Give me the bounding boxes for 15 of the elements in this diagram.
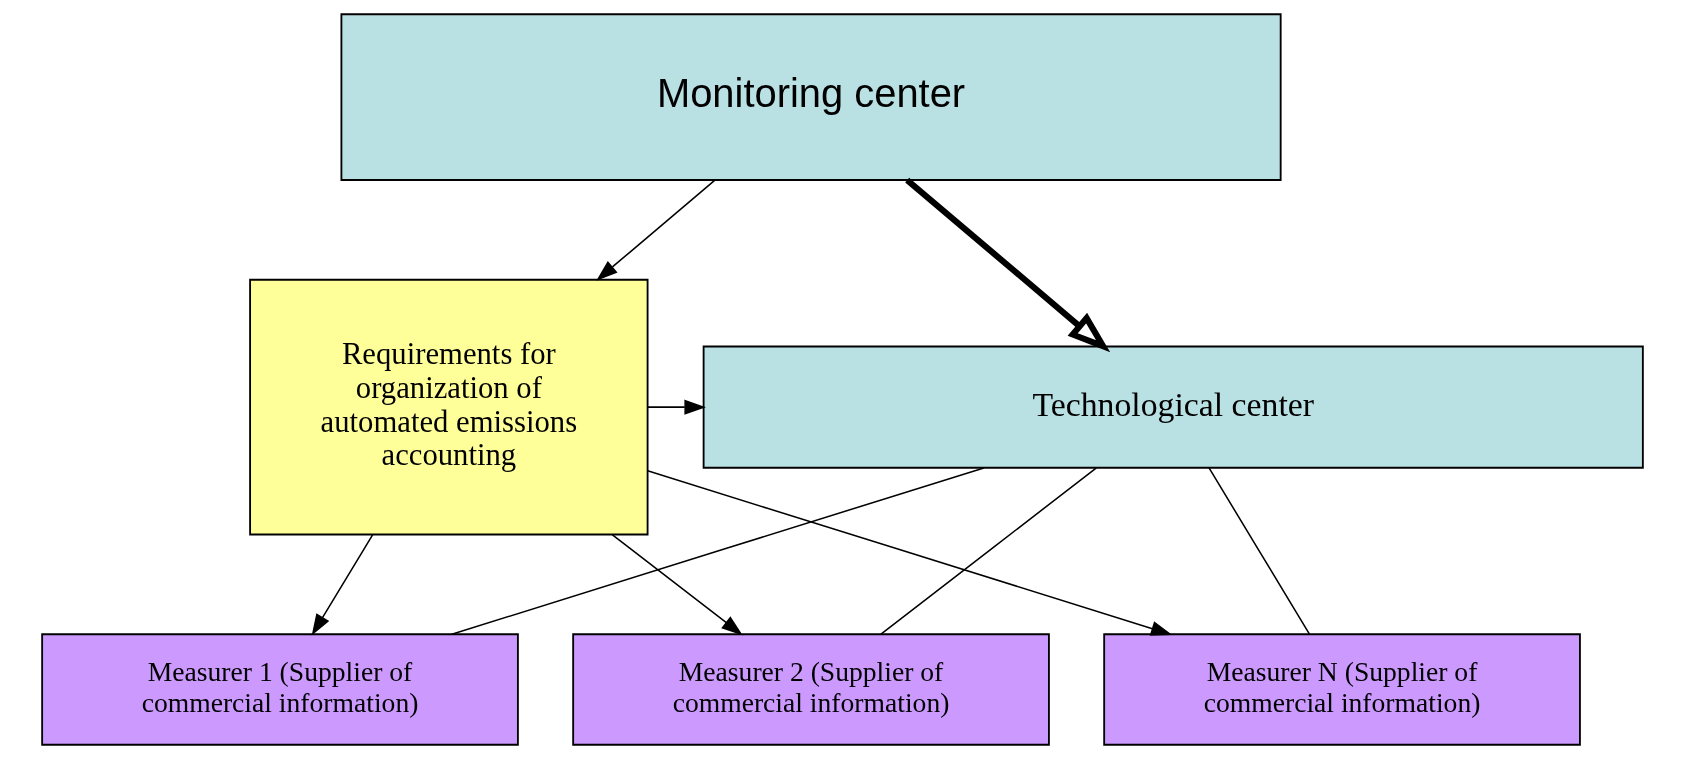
node-box: Technological center xyxy=(702,345,1644,469)
arrow xyxy=(595,179,716,281)
node-box: Requirements for organization of automated emissions accounting xyxy=(248,278,648,536)
arrow xyxy=(904,177,1110,353)
node-box: Measurer N (Supplier of commercial information) xyxy=(1102,633,1581,746)
arrow xyxy=(611,534,743,636)
node-box: Monitoring center xyxy=(340,13,1282,181)
arrow xyxy=(646,399,706,415)
node-box: Measurer 1 (Supplier of commercial information) xyxy=(40,633,519,746)
connector xyxy=(1207,467,1310,635)
connector xyxy=(450,467,985,636)
connector xyxy=(879,467,1097,635)
arrow xyxy=(646,470,1172,636)
node-box: Measurer 2 (Supplier of commercial information) xyxy=(571,633,1050,746)
arrow xyxy=(311,534,373,636)
